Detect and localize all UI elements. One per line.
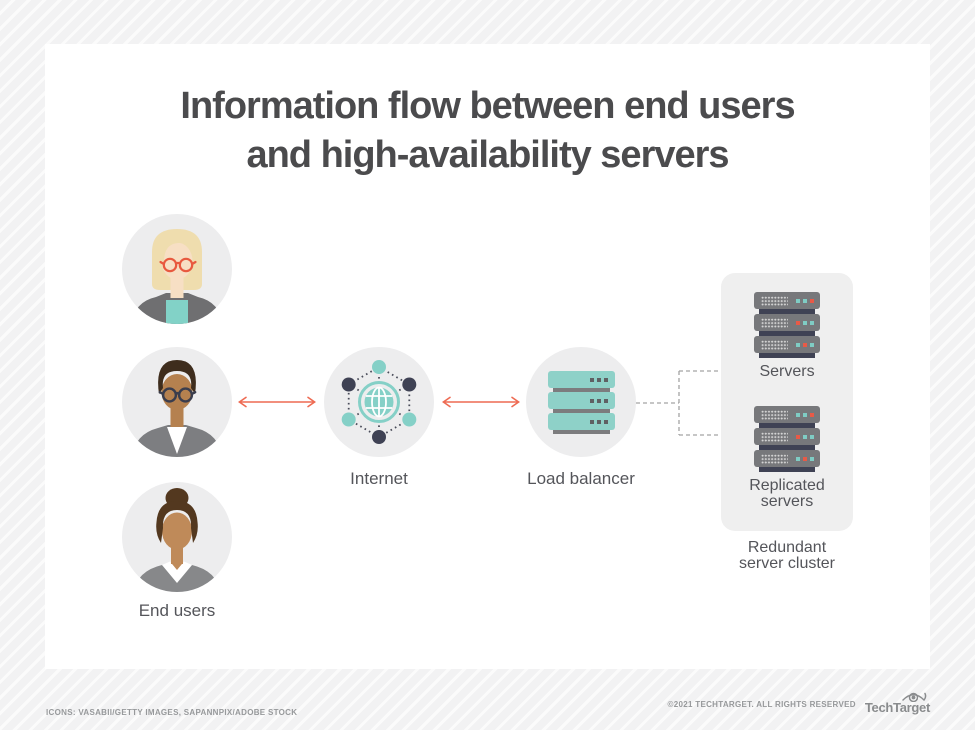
- dashed-connector: [636, 370, 723, 436]
- server-base: [553, 430, 610, 434]
- cluster-caption-line1: Redundant: [747, 539, 827, 556]
- led-red: [803, 456, 807, 461]
- led-lights: [796, 298, 814, 303]
- techtarget-logo: TechTarget: [865, 688, 930, 715]
- led-lights: [796, 412, 814, 417]
- led-dark: [597, 377, 601, 382]
- server-base: [759, 445, 815, 450]
- cluster-caption-line2: server cluster: [738, 555, 836, 572]
- led-teal: [796, 412, 800, 417]
- led-dark: [597, 419, 601, 424]
- eye-icon: [902, 692, 927, 702]
- server-base: [759, 423, 815, 428]
- load-balancer-unit: [548, 371, 615, 388]
- led-red: [810, 298, 814, 303]
- server-unit: [754, 336, 820, 353]
- man-glasses-icon: [132, 360, 222, 457]
- internet-globe-network-icon: [341, 360, 417, 444]
- vent-dots: [761, 409, 788, 420]
- server-base: [553, 409, 610, 413]
- woman-bun-icon: [134, 488, 220, 592]
- server-base: [759, 467, 815, 472]
- vent-dots: [761, 295, 788, 306]
- title-line2: and high-availability servers: [246, 134, 729, 176]
- end-user-avatar-1: [122, 214, 232, 324]
- led-lights: [796, 342, 814, 347]
- replicated-servers-stack-icon: [754, 406, 820, 472]
- server-base: [759, 331, 815, 336]
- led-dark: [604, 398, 608, 403]
- led-teal: [803, 298, 807, 303]
- replicated-line1: Replicated: [749, 477, 825, 494]
- replicated-servers-label: Replicated servers: [721, 478, 853, 510]
- server-unit: [754, 292, 820, 309]
- led-red: [810, 412, 814, 417]
- led-dark: [604, 377, 608, 382]
- led-lights: [796, 456, 814, 461]
- led-dark: [590, 419, 594, 424]
- led-teal: [803, 434, 807, 439]
- title-line1: Information flow between end users: [180, 85, 795, 127]
- copyright-text: ©2021 TECHTARGET. ALL RIGHTS RESERVED: [667, 700, 856, 709]
- vent-dots: [761, 453, 788, 464]
- server-base: [759, 309, 815, 314]
- led-dark: [590, 377, 594, 382]
- led-lights: [590, 377, 608, 382]
- arrow-internet-loadbalancer-icon: [442, 396, 520, 408]
- led-teal: [796, 342, 800, 347]
- led-teal: [796, 298, 800, 303]
- led-dark: [590, 398, 594, 403]
- internet-node: [324, 347, 434, 457]
- icon-credits: ICONS: VASABII/GETTY IMAGES, SAPANNPIX/A…: [46, 708, 298, 717]
- end-users-label: End users: [138, 601, 216, 620]
- server-unit: [754, 406, 820, 423]
- vent-dots: [761, 339, 788, 350]
- replicated-line2: servers: [760, 493, 814, 510]
- led-teal: [810, 456, 814, 461]
- led-teal: [810, 434, 814, 439]
- vent-dots: [761, 431, 788, 442]
- led-lights: [590, 419, 608, 424]
- led-teal: [796, 456, 800, 461]
- end-user-avatar-2: [122, 347, 232, 457]
- server-cluster-panel: Servers Replicated servers: [721, 273, 853, 531]
- led-red: [796, 320, 800, 325]
- arrow-users-internet-icon: [238, 396, 316, 408]
- load-balancer-label: Load balancer: [527, 469, 635, 488]
- server-unit: [754, 314, 820, 331]
- brand-name: TechTarget: [864, 700, 930, 715]
- led-teal: [803, 320, 807, 325]
- led-lights: [796, 320, 814, 325]
- server-unit: [754, 450, 820, 467]
- load-balancer-unit: [548, 392, 615, 409]
- page-title: Information flow between end users and h…: [45, 82, 930, 180]
- server-unit: [754, 428, 820, 445]
- server-base: [553, 388, 610, 392]
- internet-label: Internet: [350, 469, 408, 488]
- cluster-caption: Redundant server cluster: [721, 540, 853, 572]
- load-balancer-unit: [548, 413, 615, 430]
- led-teal: [810, 320, 814, 325]
- led-red: [803, 342, 807, 347]
- footer-right: ©2021 TECHTARGET. ALL RIGHTS RESERVED Te…: [668, 688, 930, 715]
- led-teal: [803, 412, 807, 417]
- servers-label: Servers: [759, 363, 815, 380]
- led-dark: [604, 419, 608, 424]
- load-balancer-node: [526, 347, 636, 457]
- led-red: [796, 434, 800, 439]
- led-teal: [810, 342, 814, 347]
- load-balancer-icon: [548, 371, 615, 434]
- woman-glasses-icon: [132, 229, 222, 324]
- server-base: [759, 353, 815, 358]
- led-lights: [796, 434, 814, 439]
- vent-dots: [761, 317, 788, 328]
- servers-stack-icon: [754, 292, 820, 358]
- led-lights: [590, 398, 608, 403]
- end-user-avatar-3: [122, 482, 232, 592]
- led-dark: [597, 398, 601, 403]
